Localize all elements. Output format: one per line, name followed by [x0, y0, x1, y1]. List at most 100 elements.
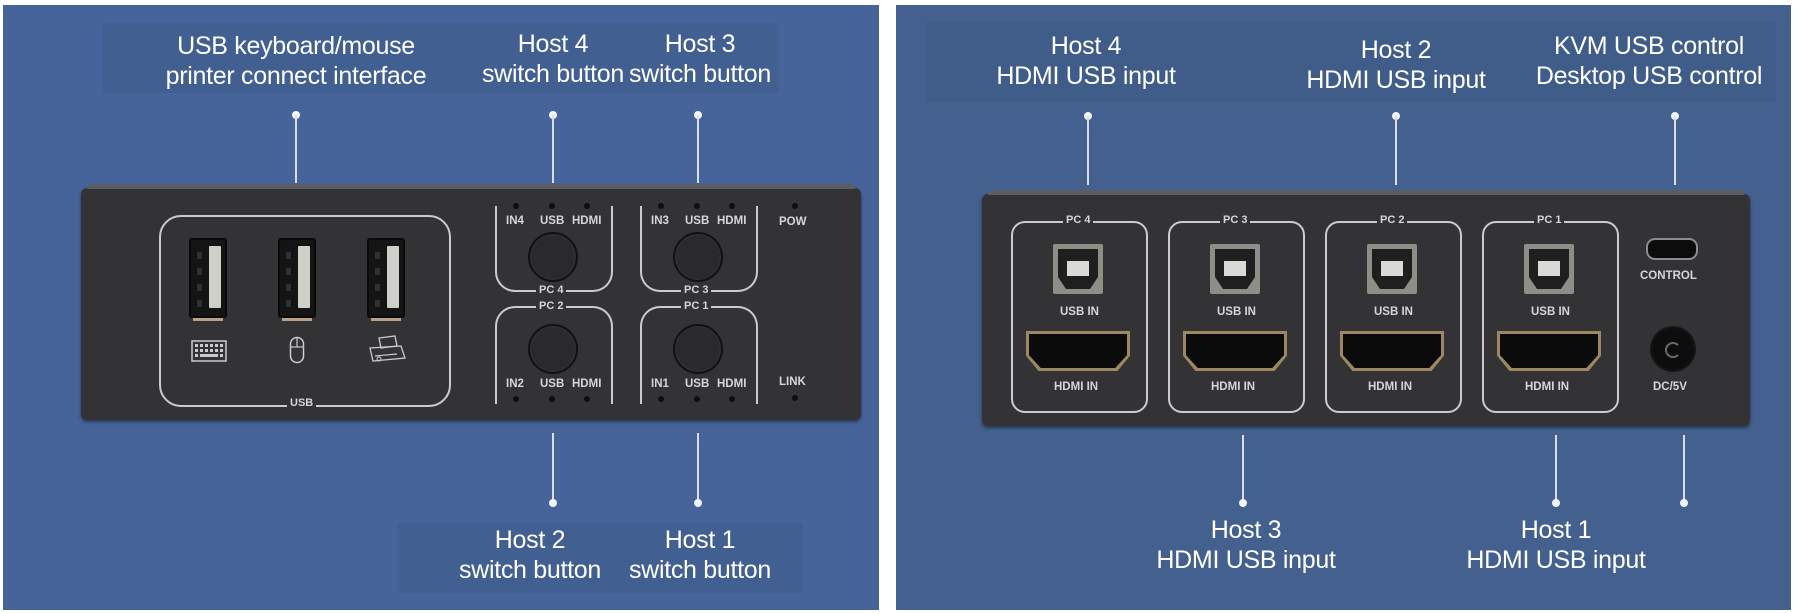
leader-dot	[549, 499, 557, 507]
callout-line1: Host 3	[1210, 516, 1282, 544]
callout-host3-switch: Host 3 switch button	[620, 29, 780, 89]
hdmi4-led	[584, 203, 590, 209]
callout-usb-interface: USB keyboard/mouse printer connect inter…	[141, 31, 451, 91]
leader-line	[295, 115, 297, 183]
usb3-led	[694, 203, 700, 209]
usb-label: USB	[540, 215, 565, 227]
kvm-front-device: USB	[81, 184, 861, 420]
power-led	[792, 203, 798, 209]
callout-host1-input: Host 1 HDMI USB input	[1441, 515, 1671, 575]
pc3-label: PC 3	[681, 284, 712, 296]
mouse-icon	[289, 336, 305, 364]
dc-power-jack[interactable]	[1650, 326, 1696, 372]
in2-label: IN2	[506, 378, 524, 390]
callout-host3-input: Host 3 HDMI USB input	[1131, 515, 1361, 575]
pc2-hdmi-port[interactable]	[1343, 334, 1441, 368]
callout-line2: HDMI USB input	[1306, 66, 1486, 94]
hdmi2-led	[584, 396, 590, 402]
usb-in-label: USB IN	[1531, 306, 1570, 318]
hdmi-label: HDMI	[717, 215, 747, 227]
in4-led	[513, 203, 519, 209]
hdmi1-led	[729, 396, 735, 402]
leader-line	[1242, 435, 1244, 503]
pc4-usb-b-port[interactable]	[1053, 244, 1103, 294]
callout-line2: switch button	[628, 60, 771, 88]
in4-label: IN4	[506, 215, 524, 227]
host3-switch-button[interactable]	[673, 232, 723, 282]
pc2-label: PC 2	[536, 300, 567, 312]
keyboard-icon	[191, 340, 227, 362]
usb-a-port-printer[interactable]	[367, 238, 405, 321]
callout-line2: Desktop USB control	[1535, 62, 1763, 90]
dc-5v-label: DC/5V	[1653, 381, 1687, 393]
pc1-hdmi-port[interactable]	[1500, 334, 1598, 368]
pc4-label: PC 4	[536, 284, 567, 296]
callout-host4-switch: Host 4 switch button	[473, 29, 633, 89]
in2-led	[513, 396, 519, 402]
leader-line	[1674, 116, 1676, 185]
hdmi-in-label: HDMI IN	[1211, 381, 1256, 393]
leader-line	[1683, 435, 1685, 503]
leader-line	[697, 433, 699, 503]
printer-icon	[369, 335, 406, 362]
callout-line2: switch button	[458, 556, 601, 584]
callout-line1: Host 3	[664, 30, 736, 58]
usb-in-label: USB IN	[1217, 306, 1256, 318]
in3-led	[658, 203, 664, 209]
host4-switch-button[interactable]	[528, 232, 578, 282]
usb1-led	[694, 396, 700, 402]
pc1-label: PC 1	[681, 300, 712, 312]
usb-group-label: USB	[287, 397, 317, 409]
link-label: LINK	[779, 376, 806, 388]
leader-dot	[694, 499, 702, 507]
host2-switch-button[interactable]	[528, 324, 578, 374]
usb-a-port-keyboard[interactable]	[189, 238, 227, 321]
callout-line2: switch button	[628, 556, 771, 584]
callout-line1: Host 2	[1360, 36, 1432, 64]
in1-label: IN1	[651, 378, 669, 390]
pc2-usb-b-port[interactable]	[1367, 244, 1417, 294]
usb-in-label: USB IN	[1060, 306, 1099, 318]
in3-label: IN3	[651, 215, 669, 227]
callout-host2-input: Host 2 HDMI USB input	[1286, 35, 1506, 95]
pc3-usb-b-port[interactable]	[1210, 244, 1260, 294]
leader-dot	[1552, 499, 1560, 507]
hdmi-in-label: HDMI IN	[1525, 381, 1570, 393]
pc3-hdmi-port[interactable]	[1186, 334, 1284, 368]
leader-line	[552, 433, 554, 503]
pc4-hdmi-port[interactable]	[1029, 334, 1127, 368]
pc3-label: PC 3	[1220, 214, 1251, 226]
usb4-led	[549, 203, 555, 209]
pc1-usb-b-port[interactable]	[1524, 244, 1574, 294]
rear-panel-diagram: Host 4 HDMI USB input Host 2 HDMI USB in…	[896, 5, 1791, 610]
callout-line1: Host 1	[1520, 516, 1592, 544]
host1-switch-button[interactable]	[673, 324, 723, 374]
usb2-led	[549, 396, 555, 402]
top-label-band	[103, 23, 778, 93]
leader-line	[1087, 116, 1089, 185]
usb-a-port-mouse[interactable]	[278, 238, 316, 321]
leader-line	[697, 115, 699, 183]
leader-line	[1395, 116, 1397, 185]
pc4-label: PC 4	[1063, 214, 1094, 226]
callout-line2: switch button	[481, 60, 624, 88]
pow-label: POW	[779, 216, 807, 228]
callout-line1: KVM USB control	[1553, 32, 1744, 60]
leader-line	[552, 115, 554, 183]
callout-line2: HDMI USB input	[1466, 546, 1646, 574]
usb-label: USB	[685, 215, 710, 227]
callout-line1: Host 4	[1050, 32, 1122, 60]
control-micro-usb-port[interactable]	[1646, 238, 1698, 260]
front-panel-diagram: USB keyboard/mouse printer connect inter…	[3, 5, 879, 610]
callout-line1: Host 2	[494, 526, 566, 554]
callout-line2: HDMI USB input	[996, 62, 1176, 90]
usb-in-label: USB IN	[1374, 306, 1413, 318]
leader-line	[1555, 435, 1557, 503]
hdmi3-led	[729, 203, 735, 209]
control-label: CONTROL	[1640, 270, 1697, 282]
bottom-label-band	[398, 523, 803, 593]
callout-line1: Host 1	[664, 526, 736, 554]
callout-line2: printer connect interface	[165, 62, 427, 90]
hdmi-label: HDMI	[572, 215, 602, 227]
hdmi-label: HDMI	[572, 378, 602, 390]
